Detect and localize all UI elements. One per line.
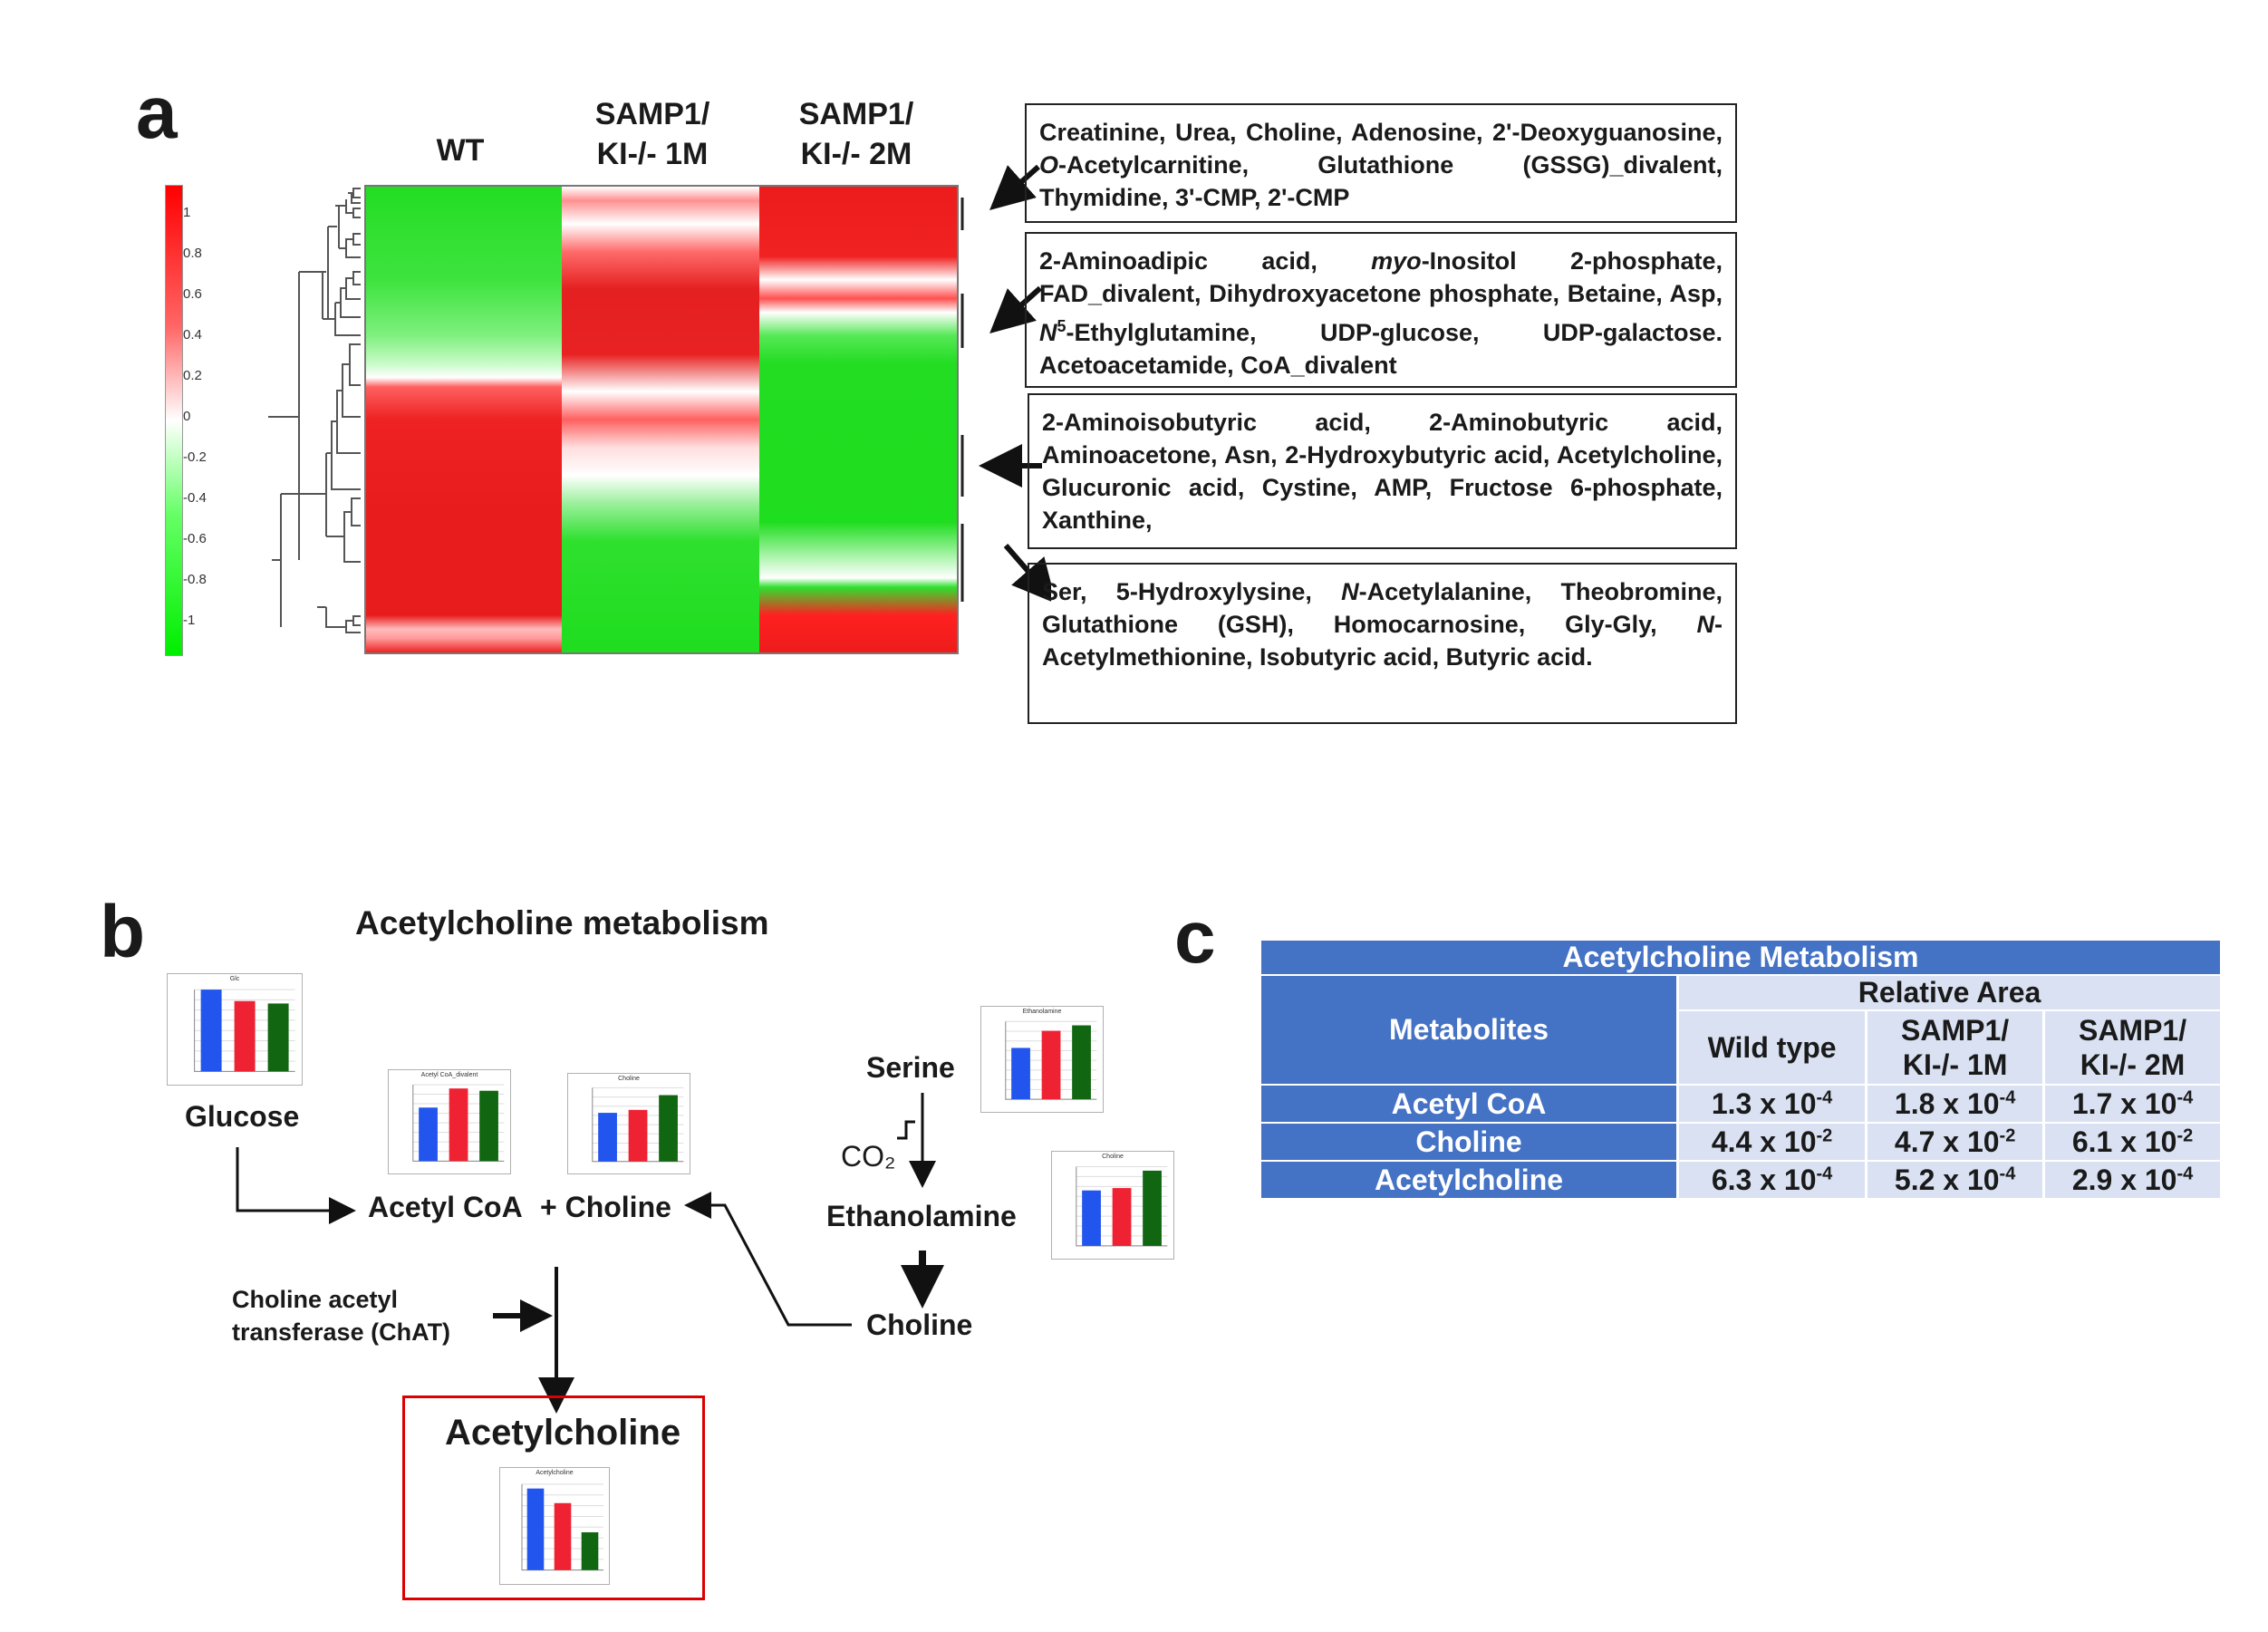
heatmap-color-scale: [165, 185, 183, 656]
heatmap-column-2m: [759, 185, 959, 654]
mini-chart-bar: [1011, 1048, 1030, 1100]
mini-chart-bar: [479, 1090, 498, 1162]
serine-label: Serine: [866, 1051, 955, 1084]
color-scale-tick: 0.2: [183, 368, 202, 383]
acetyl-coa-label: Acetyl CoA: [368, 1191, 523, 1223]
color-scale-tick: 0: [183, 409, 191, 424]
heatmap-col-2m: SAMP1/KI-/- 2M: [798, 97, 914, 172]
heatmap-dendrogram: [268, 188, 361, 633]
mini-chart-title: Ethanolamine: [1022, 1009, 1062, 1015]
color-scale-tick: -0.8: [183, 572, 207, 587]
table-row: Acetyl CoA 1.3 x 10-4 1.8 x 10-4 1.7 x 1…: [1261, 1086, 2220, 1122]
mini-chart-ethanolamine: Ethanolamine: [980, 1006, 1104, 1113]
color-scale-tick: -0.2: [183, 449, 207, 465]
color-scale-tick: -1: [183, 613, 196, 628]
color-scale-tick: -0.4: [183, 490, 207, 506]
mini-chart-bar: [419, 1107, 438, 1162]
table-row: Acetylcholine 6.3 x 10-4 5.2 x 10-4 2.9 …: [1261, 1162, 2220, 1198]
cluster-box-3: 2-Aminoisobutyric acid, 2-Aminobutyric a…: [1028, 393, 1737, 549]
mini-chart-bar: [1041, 1030, 1061, 1100]
color-scale-tick: 0.6: [183, 286, 202, 302]
mini-chart-bar: [526, 1488, 545, 1570]
glucose-label: Glucose: [185, 1100, 300, 1133]
mini-chart-bar: [598, 1113, 617, 1162]
panel-c-letter: c: [1174, 896, 1216, 979]
color-scale-tick: 0.8: [183, 246, 202, 261]
ethanolamine-label: Ethanolamine: [826, 1200, 1017, 1232]
color-scale-tick: 1: [183, 205, 191, 220]
mini-chart-title: Acetyl CoA_divalent: [420, 1072, 478, 1078]
acetylcholine-label: Acetylcholine: [445, 1413, 681, 1453]
color-scale-tick: -0.6: [183, 531, 207, 546]
table-header-metabolites: Metabolites: [1261, 976, 1676, 1084]
table-header-1m: SAMP1/KI-/- 1M: [1867, 1011, 2043, 1084]
pathway-title: Acetylcholine metabolism: [355, 904, 769, 942]
choline-label: Choline: [866, 1308, 973, 1341]
acetylcholine-highlight-box: Acetylcholine Acetylcholine: [402, 1395, 705, 1600]
cluster-box-2: 2-Aminoadipic acid, myo-Inositol 2-phosp…: [1025, 232, 1737, 388]
heatmap-column-1m: [562, 185, 759, 654]
heatmap-column-wt: [364, 185, 564, 654]
table-header-wild-type: Wild type: [1679, 1011, 1866, 1084]
cluster-arrows: [979, 164, 1051, 604]
table-row: Choline 4.4 x 10-2 4.7 x 10-2 6.1 x 10-2: [1261, 1124, 2220, 1160]
mini-chart-bar: [1112, 1188, 1132, 1246]
heatmap-col-1m: SAMP1/KI-/- 1M: [594, 97, 710, 172]
panel-a-letter: a: [136, 72, 178, 154]
co2-label: CO₂: [841, 1140, 896, 1173]
panel-b-letter: b: [100, 891, 146, 973]
cluster-box-4: Ser, 5-Hydroxylysine, N-Acetylalanine, T…: [1028, 563, 1737, 724]
table-title: Acetylcholine Metabolism: [1261, 941, 2220, 974]
color-scale-tick: 0.4: [183, 327, 202, 343]
mini-chart-title: Acetylcholine: [536, 1470, 574, 1476]
mini-chart-title: Choline: [1102, 1154, 1124, 1160]
metabolism-table: Acetylcholine Metabolism Metabolites Rel…: [1259, 939, 2223, 1200]
plus-choline-label: + Choline: [540, 1191, 671, 1223]
cluster-brackets: [960, 198, 964, 602]
mini-chart-bar: [581, 1531, 599, 1570]
mini-chart-bar: [449, 1088, 468, 1162]
mini-chart-acetyl-coa: Acetyl CoA_divalent: [388, 1069, 511, 1174]
heatmap-col-wt: WT: [436, 133, 485, 168]
table-header-2m: SAMP1/KI-/- 2M: [2045, 1011, 2220, 1084]
mini-chart-acetylcholine: Acetylcholine: [499, 1467, 610, 1585]
cluster-box-1: Creatinine, Urea, Choline, Adenosine, 2'…: [1025, 103, 1737, 223]
mini-chart-bar: [267, 1003, 289, 1072]
mini-chart-choline-2: Choline: [1051, 1151, 1174, 1260]
mini-chart-bar: [1072, 1025, 1091, 1100]
mini-chart-bar: [1082, 1190, 1101, 1246]
mini-chart-choline: Choline: [567, 1073, 690, 1174]
mini-chart-bar: [628, 1109, 648, 1162]
table-header-relative-area: Relative Area: [1679, 976, 2220, 1009]
mini-chart-title: Glc: [229, 976, 240, 982]
mini-chart-bar: [200, 990, 222, 1072]
mini-chart-bar: [234, 1000, 256, 1072]
mini-chart-title: Choline: [618, 1076, 640, 1082]
mini-chart-bar: [1143, 1170, 1162, 1246]
mini-chart-bar: [659, 1095, 678, 1162]
mini-chart-glucose: Glc: [167, 973, 303, 1086]
mini-chart-bar: [554, 1502, 572, 1570]
